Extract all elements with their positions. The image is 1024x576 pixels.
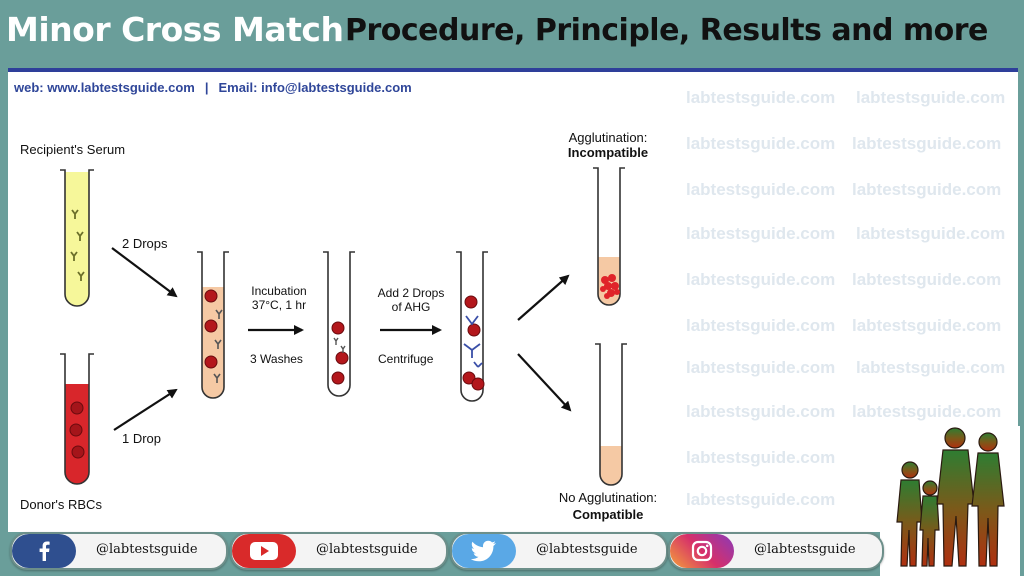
twitter-link[interactable]: @labtestsguide xyxy=(450,532,668,570)
antibody-icon xyxy=(333,337,346,353)
one-drop-label: 1 Drop xyxy=(122,431,162,446)
compatible-label: Compatible xyxy=(572,507,644,522)
watermark: labtestsguide.com xyxy=(852,134,1002,153)
header: Minor Cross Match Procedure, Principle, … xyxy=(0,0,1024,64)
cross-match-diagram xyxy=(60,167,627,486)
rbc-icon xyxy=(204,289,218,369)
arrow-serum-to-mix xyxy=(111,247,178,298)
facebook-icon xyxy=(12,534,76,568)
arrow-to-incompatible xyxy=(517,274,570,321)
mixture-tube xyxy=(197,251,229,399)
recipient-serum-tube xyxy=(60,169,94,307)
incubation-label: Incubation 37°C, 1 hr xyxy=(251,284,307,312)
two-drops-label: 2 Drops xyxy=(122,236,168,251)
watermark: labtestsguide.com xyxy=(686,270,836,289)
facebook-link[interactable]: @labtestsguide xyxy=(10,532,228,570)
watermark: labtestsguide.com xyxy=(686,448,836,467)
agglutination-tube xyxy=(593,167,625,306)
social-handle: @labtestsguide xyxy=(316,542,418,557)
watermark: labtestsguide.com xyxy=(686,490,836,509)
ahg-tube xyxy=(456,251,488,402)
family-silhouette-icon xyxy=(880,426,1020,576)
page-title: Minor Cross Match xyxy=(6,10,344,49)
centrifuge-label: Centrifuge xyxy=(378,352,434,366)
watermark: labtestsguide.com xyxy=(686,88,836,107)
donor-rbc-tube xyxy=(60,353,94,485)
washes-label: 3 Washes xyxy=(250,352,303,366)
watermark: labtestsguide.com xyxy=(856,224,1006,243)
washed-tube xyxy=(323,251,355,397)
watermark: labtestsguide.com xyxy=(856,358,1006,377)
social-footer: @labtestsguide @labtestsguide @labtestsg… xyxy=(8,530,1018,572)
antibody-icon xyxy=(213,309,223,383)
no-agglutination-label: No Agglutination: Compatible xyxy=(538,490,678,522)
watermark: labtestsguide.com xyxy=(686,402,836,421)
rbc-icon xyxy=(462,295,485,391)
arrow-to-compatible xyxy=(517,353,572,412)
ahg-molecule-icon xyxy=(463,315,483,368)
watermark: labtestsguide.com xyxy=(686,358,836,377)
watermark: labtestsguide.com xyxy=(856,88,1006,107)
email-link[interactable]: Email: info@labtestsguide.com xyxy=(218,80,412,95)
watermark: labtestsguide.com xyxy=(686,180,836,199)
donor-rbc-label: Donor's RBCs xyxy=(20,497,102,512)
youtube-icon xyxy=(232,534,296,568)
instagram-icon xyxy=(670,534,734,568)
watermark: labtestsguide.com xyxy=(686,316,836,335)
youtube-link[interactable]: @labtestsguide xyxy=(230,532,448,570)
social-handle: @labtestsguide xyxy=(536,542,638,557)
rbc-icon xyxy=(69,401,85,459)
twitter-icon xyxy=(452,534,516,568)
antibody-icon xyxy=(70,209,85,281)
agglutinate-clump-icon xyxy=(600,274,620,299)
no-agglutination-tube xyxy=(595,343,627,486)
incompatible-label: Incompatible xyxy=(567,145,649,160)
agglutination-label: Agglutination: Incompatible xyxy=(548,130,668,160)
instagram-link[interactable]: @labtestsguide xyxy=(668,532,884,570)
contact-separator: | xyxy=(204,80,209,95)
social-handle: @labtestsguide xyxy=(96,542,198,557)
watermark: labtestsguide.com xyxy=(852,270,1002,289)
rbc-icon xyxy=(331,321,349,385)
ahg-label: Add 2 Drops of AHG xyxy=(377,286,445,314)
web-link[interactable]: web: www.labtestsguide.com xyxy=(14,80,195,95)
social-handle: @labtestsguide xyxy=(754,542,856,557)
watermark: labtestsguide.com xyxy=(686,134,836,153)
watermark: labtestsguide.com xyxy=(852,316,1002,335)
recipient-serum-label: Recipient's Serum xyxy=(20,142,126,157)
watermark: labtestsguide.com xyxy=(686,224,836,243)
diagram-panel: web: www.labtestsguide.com | Email: info@l… xyxy=(8,68,1018,532)
watermark: labtestsguide.com xyxy=(852,402,1002,421)
page-subtitle: Procedure, Principle, Results and more xyxy=(345,13,988,48)
arrow-rbc-to-mix xyxy=(113,388,178,431)
contact-line: web: www.labtestsguide.com | Email: info@l… xyxy=(14,80,412,95)
watermark: labtestsguide.com xyxy=(852,180,1002,199)
